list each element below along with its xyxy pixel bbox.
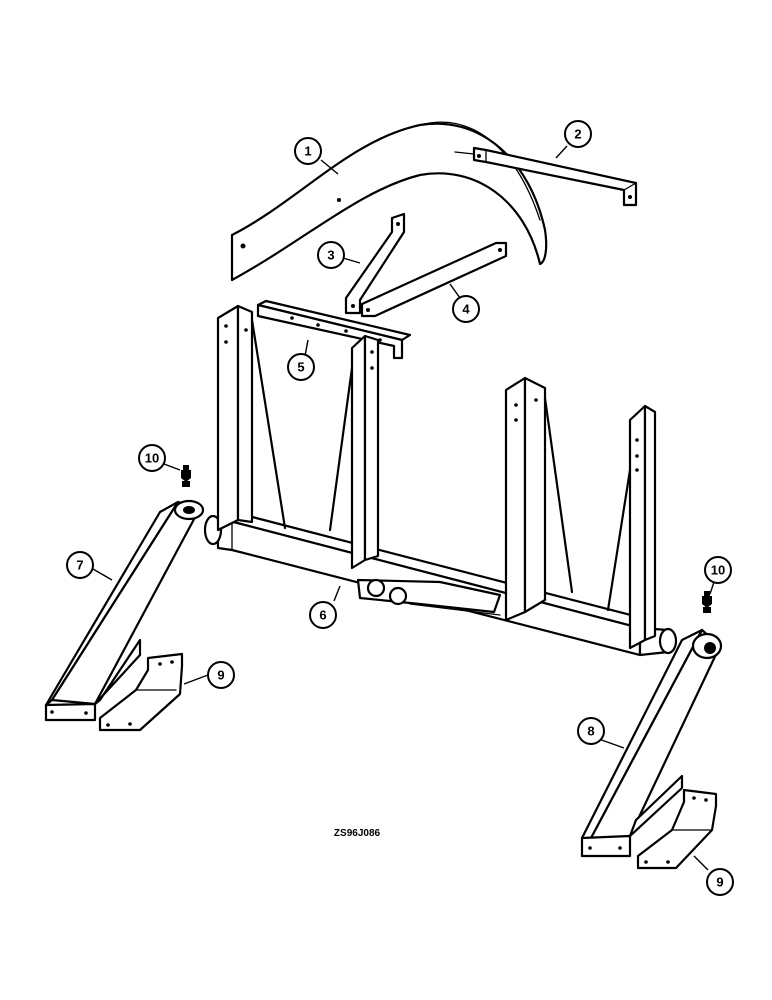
callout-10-left-label: 10 — [145, 451, 159, 466]
callout-5-label: 5 — [297, 360, 304, 375]
frame-part-6 — [203, 304, 678, 657]
callout-1: 1 — [294, 137, 322, 165]
callout-10-right-label: 10 — [711, 563, 725, 578]
callout-10-left: 10 — [138, 444, 166, 472]
callout-4-label: 4 — [462, 302, 470, 317]
callout-7: 7 — [66, 551, 94, 579]
callout-2: 2 — [564, 120, 592, 148]
strap-part-3 — [344, 212, 406, 315]
callout-9-left-label: 9 — [217, 668, 224, 683]
callout-9-right-label: 9 — [716, 875, 723, 890]
bracket-part-2 — [454, 146, 638, 207]
callout-1-label: 1 — [304, 144, 311, 159]
crossmember-part-5 — [256, 299, 412, 360]
bracket-part-9-right — [636, 788, 718, 870]
callout-3-label: 3 — [327, 248, 334, 263]
callout-6: 6 — [309, 601, 337, 629]
arm-part-8 — [580, 628, 723, 858]
callout-3: 3 — [317, 241, 345, 269]
callout-7-label: 7 — [76, 558, 83, 573]
callout-9-left: 9 — [207, 661, 235, 689]
callout-6-label: 6 — [319, 608, 326, 623]
bracket-part-9-left — [98, 652, 184, 732]
callout-10-right: 10 — [704, 556, 732, 584]
fender-part-1 — [230, 121, 548, 282]
callout-8: 8 — [577, 717, 605, 745]
callout-9-right: 9 — [706, 868, 734, 896]
callout-4: 4 — [452, 295, 480, 323]
callout-2-label: 2 — [574, 127, 581, 142]
arm-part-7 — [44, 499, 205, 722]
strap-part-4 — [360, 241, 508, 318]
fitting-part-10-right — [702, 591, 712, 613]
drawing-code: ZS96J086 — [334, 828, 381, 839]
fitting-part-10-left — [181, 465, 191, 487]
callout-5: 5 — [287, 353, 315, 381]
callout-8-label: 8 — [587, 724, 594, 739]
